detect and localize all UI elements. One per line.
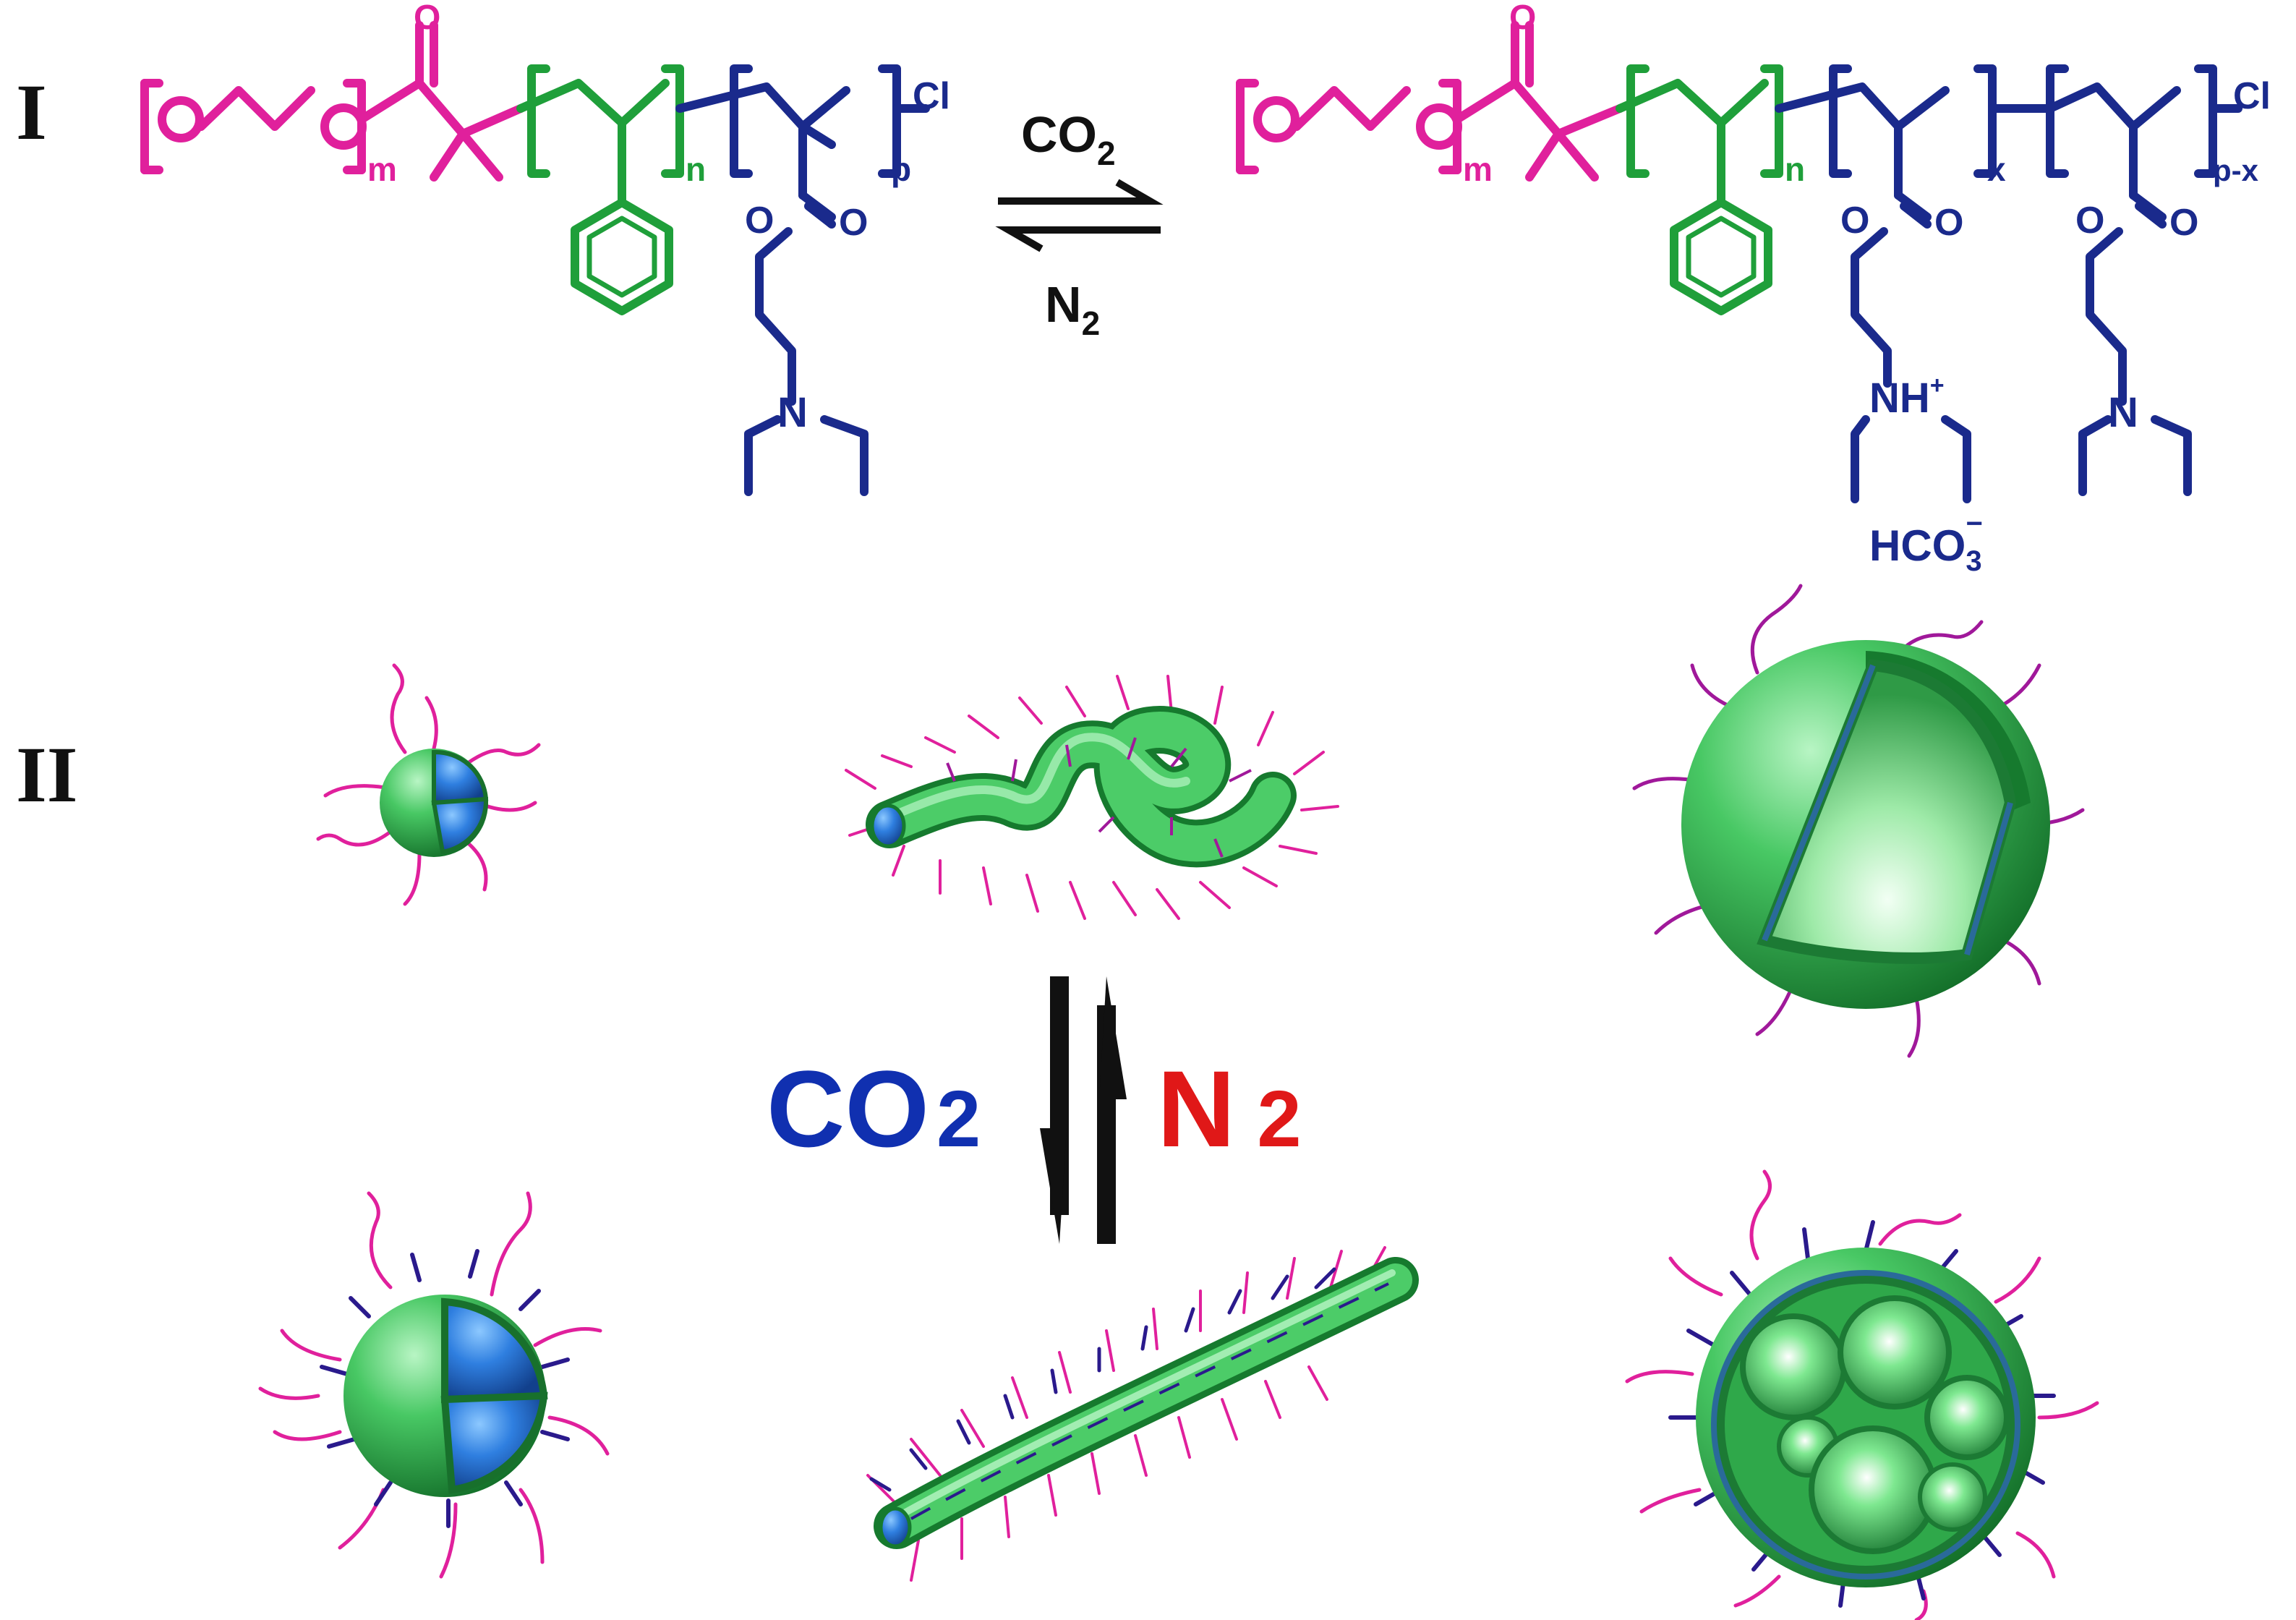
left-carbonyl-o: O (839, 202, 868, 244)
forward-arrow (998, 179, 1164, 205)
left-p-label: p (891, 150, 911, 188)
right-cl-end-group: Cl (2233, 75, 2271, 117)
inner-vesicle-6 (1918, 1462, 1987, 1532)
right-carbonyl-o-1: O (1934, 202, 1963, 244)
right-counter-ion: HCO3− (1869, 508, 1983, 577)
left-peo-block (140, 21, 525, 182)
left-m-label: m (367, 150, 397, 188)
left-peo-carbonyl-o: O (414, 0, 440, 37)
inner-vesicle-5 (1809, 1425, 1937, 1554)
reaction-co2-label: CO2 (1021, 106, 1116, 172)
reaction-n2-label: N2 (1045, 276, 1100, 342)
right-m-label: m (1463, 150, 1493, 188)
right-ester-o-1: O (1840, 200, 1869, 242)
morphology-co2-label: CO2 (767, 1048, 981, 1169)
extended-worm-micelle (866, 1246, 1419, 1582)
small-spherical-micelle (316, 663, 541, 906)
panel-label-one: I (16, 68, 47, 156)
left-ester-o: O (745, 200, 774, 242)
inner-vesicle-2 (1838, 1295, 1952, 1410)
left-pdeaema-block (675, 64, 930, 496)
right-peo-block (1236, 21, 1624, 182)
panel-label-two: II (16, 730, 78, 819)
right-neutral-unit (1988, 64, 2242, 496)
right-x-label: x (1987, 150, 2006, 188)
right-ester-o-2: O (2075, 200, 2104, 242)
right-protonated-amine: NH+ (1869, 372, 1945, 422)
left-ps-block (516, 64, 684, 315)
left-amine-n: N (777, 389, 808, 436)
down-arrow-head (1040, 1128, 1067, 1244)
reaction-equilibrium: CO2 N2 (995, 106, 1164, 342)
left-cl-end-group: Cl (913, 75, 950, 117)
right-ps-block (1616, 64, 1783, 315)
right-peo-carbonyl-o: O (1509, 0, 1536, 37)
left-polymer-structure: O m n O O N p Cl (140, 0, 950, 496)
compound-vesicle (1625, 1169, 2099, 1620)
right-carbonyl-o-2: O (2169, 202, 2198, 244)
swollen-spherical-micelle (258, 1191, 610, 1579)
right-polymer-structure: O m n x O O NH+ HCO3− (1236, 0, 2271, 577)
up-arrow-head (1099, 976, 1127, 1099)
right-protonated-unit (1775, 64, 1997, 503)
hollow-vesicle (1632, 584, 2085, 1058)
left-n-label: n (686, 150, 706, 188)
coiled-worm-micelle (845, 675, 1339, 920)
reverse-arrow (995, 226, 1161, 252)
right-n-label: n (1785, 150, 1805, 188)
right-amine-n: N (2108, 389, 2138, 436)
inner-vesicle-3 (1924, 1375, 2010, 1460)
inner-vesicle-1 (1740, 1313, 1847, 1420)
right-px-label: p-x (2213, 153, 2259, 187)
